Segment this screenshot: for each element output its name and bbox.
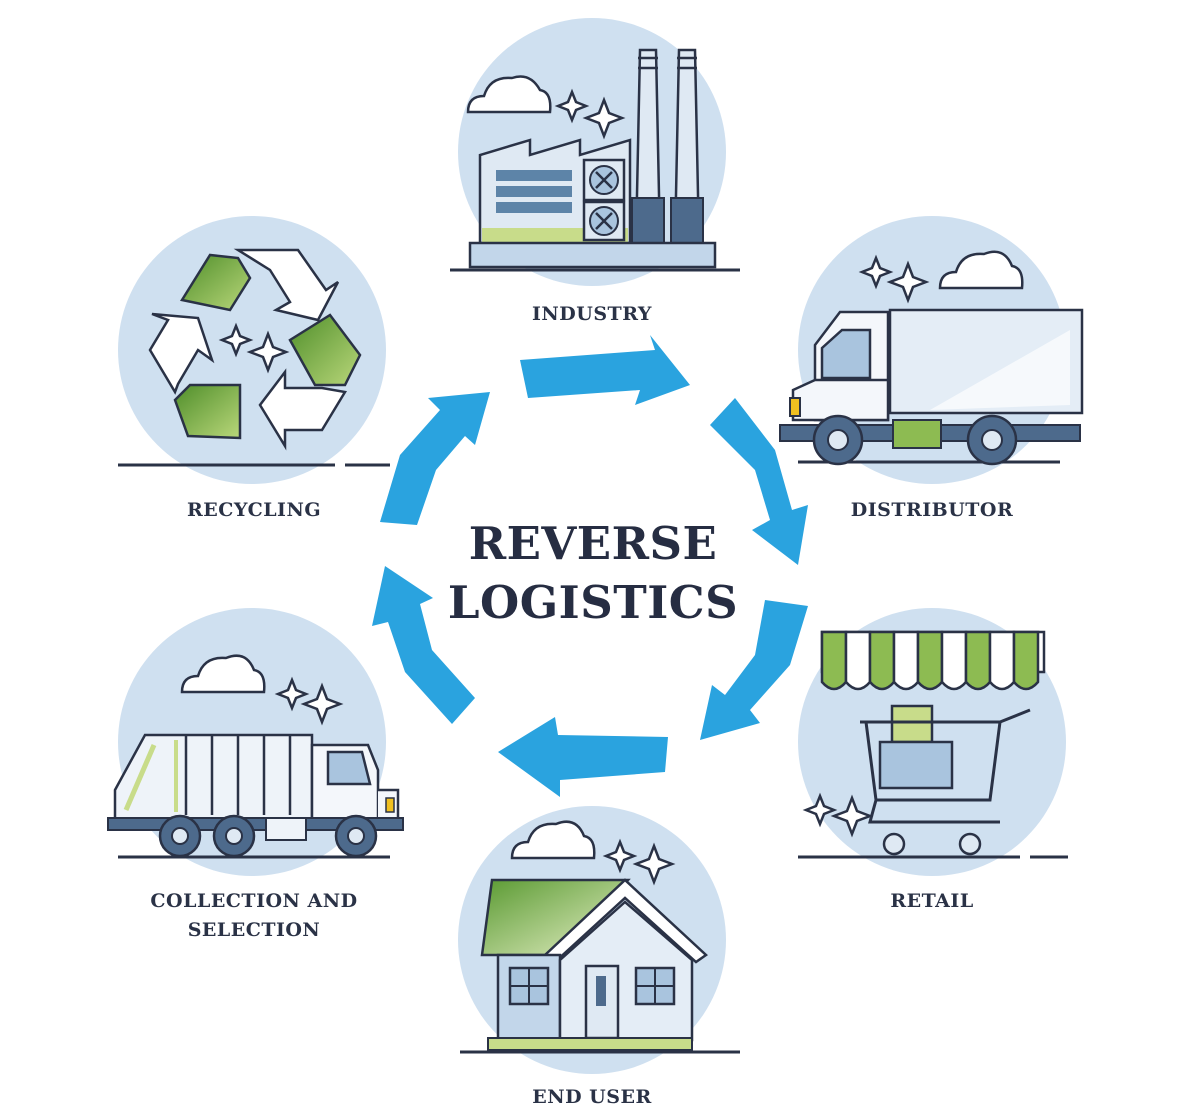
- sparkle-icon: [274, 676, 310, 712]
- arrow-recycling-to-industry: [380, 392, 490, 525]
- sparkle-icon: [858, 254, 894, 290]
- stage-label-distributor: DISTRIBUTOR: [850, 499, 1014, 521]
- arrow-end-user-to-collection: [498, 717, 668, 797]
- distributor-illustration: [779, 216, 1084, 484]
- stage-label-collection-line2: SELECTION: [187, 919, 321, 941]
- cycle-arrows: [372, 335, 808, 797]
- sparkle-icon: [830, 794, 874, 838]
- sparkle-icon: [582, 96, 626, 140]
- stage-label-recycling: RECYCLING: [186, 499, 322, 521]
- sparkle-icon: [554, 88, 590, 124]
- diagram-title-line1: REVERSE: [468, 517, 718, 570]
- stage-label-retail: RETAIL: [890, 890, 974, 912]
- sparkle-icon: [300, 682, 344, 726]
- stage-label-collection-line1: COLLECTION AND: [150, 890, 358, 912]
- arrow-collection-to-recycling: [372, 566, 475, 724]
- arrow-distributor-to-retail: [710, 398, 808, 565]
- stage-label-industry: INDUSTRY: [532, 303, 652, 325]
- cloud-icon: [180, 654, 266, 694]
- sparkle-icon: [802, 792, 838, 828]
- cloud-icon: [510, 820, 596, 860]
- sparkle-icon: [246, 330, 290, 374]
- industry-illustration: [450, 18, 740, 286]
- sparkle-icon: [602, 838, 638, 874]
- diagram-title-line2: LOGISTICS: [447, 576, 739, 629]
- end-user-illustration: [458, 806, 740, 1074]
- sparkle-icon: [886, 260, 930, 304]
- arrow-retail-to-end-user: [700, 600, 808, 740]
- cloud-icon: [466, 75, 552, 114]
- sparkle-icon: [218, 322, 254, 358]
- recycling-illustration: [118, 216, 390, 484]
- sparkle-icon: [632, 842, 676, 886]
- retail-illustration: [798, 608, 1068, 876]
- stage-label-end-user: END USER: [532, 1086, 652, 1108]
- collection-illustration: [107, 608, 404, 876]
- arrow-industry-to-distributor: [520, 335, 690, 405]
- cloud-icon: [938, 250, 1024, 290]
